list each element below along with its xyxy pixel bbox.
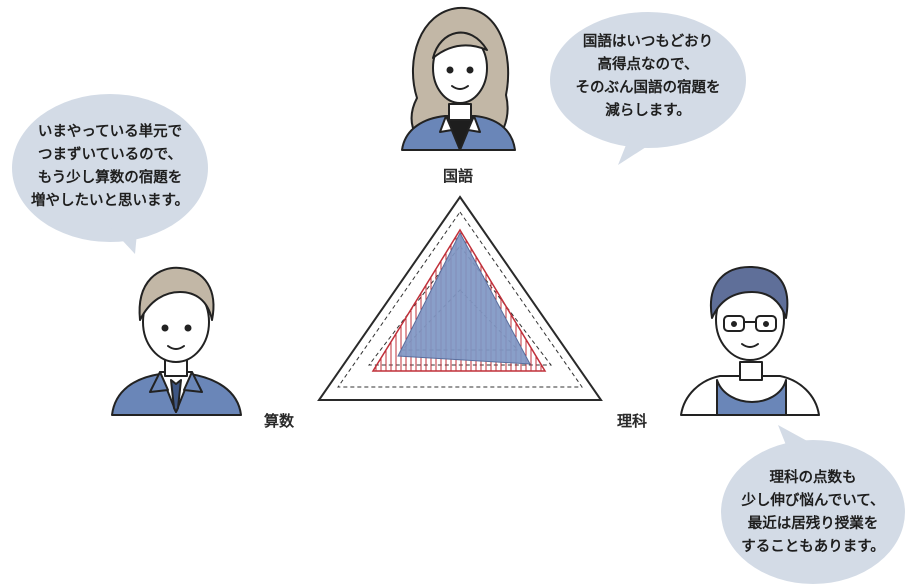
radar-outer-triangle bbox=[317, 195, 603, 401]
bubble-line: つまずいているので、 bbox=[38, 147, 182, 163]
speech-bubble-math: いまやっている単元で つまずいているので、 もう少し算数の宿題を 増やしたいと思… bbox=[12, 112, 208, 222]
bubble-line: 減らします。 bbox=[605, 103, 691, 119]
bubble-line: そのぶん国語の宿題を bbox=[575, 80, 721, 96]
speech-bubble-science: 理科の点数も 少し伸び悩んでいて、 最近は居残り授業を することもあります。 bbox=[718, 458, 908, 568]
teacher-woman-illustration bbox=[401, 6, 516, 151]
teacher-man-illustration bbox=[111, 266, 242, 416]
subject-label-japanese: 国語 bbox=[443, 167, 474, 185]
subject-label-math: 算数 bbox=[264, 412, 295, 430]
bubble-line: 最近は居残り授業を bbox=[747, 516, 879, 532]
radar-filled-area bbox=[397, 231, 531, 365]
bubble-line: 増やしたいと思います。 bbox=[30, 193, 190, 209]
teacher-man-glasses-illustration bbox=[680, 265, 820, 416]
bubble-shape-japanese bbox=[550, 12, 746, 165]
radar-chart bbox=[317, 195, 603, 401]
speech-bubble-japanese: 国語はいつもどおり 高得点なので、 そのぶん国語の宿題を 減らします。 bbox=[550, 22, 746, 132]
radar-grid-outer bbox=[337, 211, 583, 388]
bubble-line: 理科の点数も bbox=[769, 470, 857, 486]
bubble-line: いまやっている単元で bbox=[37, 124, 183, 140]
subject-label-science: 理科 bbox=[617, 412, 648, 430]
bubble-line: することもあります。 bbox=[741, 539, 885, 555]
bubble-line: 少し伸び悩んでいて、 bbox=[741, 493, 885, 509]
bubble-shape-math bbox=[12, 94, 208, 254]
bubble-shape-science bbox=[721, 425, 905, 584]
bubble-line: 国語はいつもどおり bbox=[582, 34, 714, 50]
bubble-line: 高得点なので、 bbox=[597, 57, 699, 73]
bubble-line: もう少し算数の宿題を bbox=[37, 170, 183, 186]
